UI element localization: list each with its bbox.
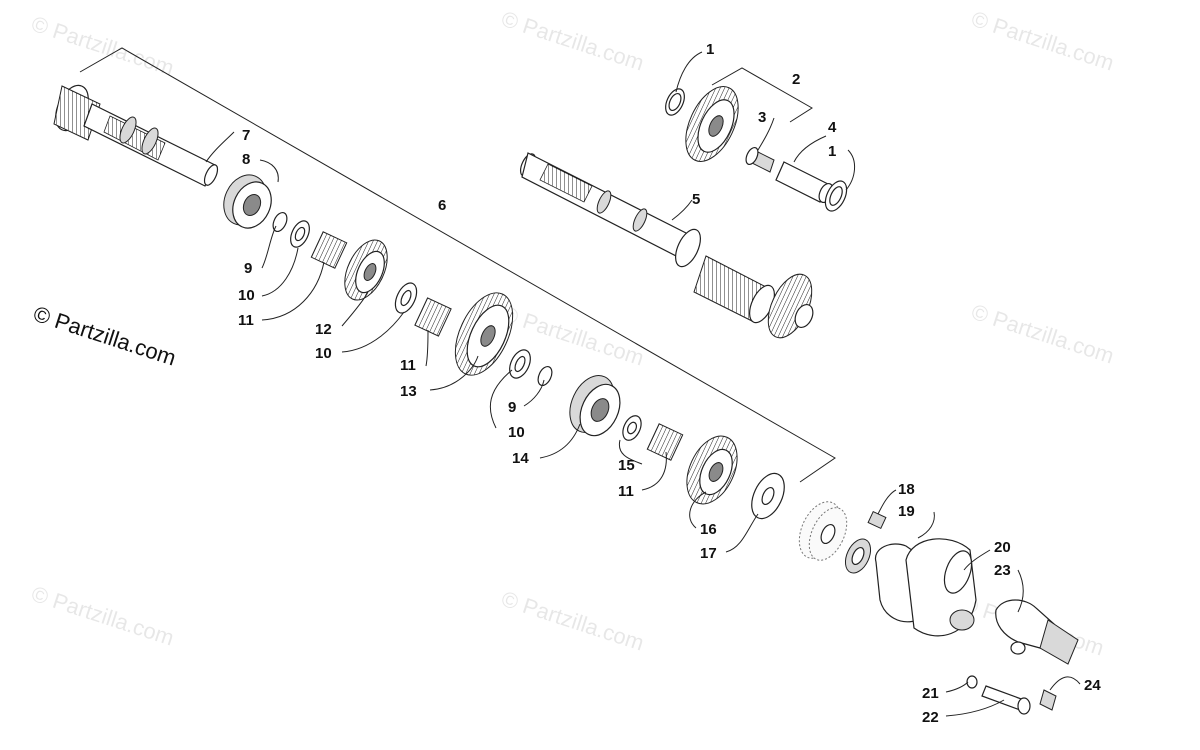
snap-ring-9 [272, 211, 288, 233]
shift-hub-8 [223, 174, 272, 229]
leader-lines [205, 51, 1081, 717]
callout-18: 18 [898, 481, 915, 498]
assembly-bracket-6 [79, 47, 836, 483]
callout-6: 6 [438, 197, 446, 214]
callout-7: 7 [242, 127, 250, 144]
bearing-ghost [798, 501, 848, 561]
washer-10c [509, 349, 531, 379]
watermark-text: © Partzilla.com [498, 6, 647, 76]
callout-5: 5 [692, 191, 700, 208]
callout-9b: 9 [508, 399, 516, 416]
countershaft-5 [519, 152, 814, 339]
callout-8: 8 [242, 151, 250, 168]
callout-13: 13 [400, 383, 417, 400]
callout-11: 11 [238, 312, 254, 329]
callout-23: 23 [994, 562, 1011, 579]
callout-24: 24 [1084, 677, 1101, 694]
callout-22: 22 [922, 709, 939, 726]
callout-4: 4 [828, 119, 837, 136]
snap-ring-9b [537, 365, 553, 387]
callout-16: 16 [700, 521, 717, 538]
washer-15 [622, 415, 642, 441]
watermark-text: © Partzilla.com [968, 6, 1117, 76]
screw-24 [1039, 689, 1057, 711]
callout-11b: 11 [400, 357, 416, 374]
watermark-text: © Partzilla.com [28, 581, 177, 651]
callouts: 1 2 3 4 1 5 6 7 8 9 10 11 12 10 11 13 9 … [238, 41, 1101, 726]
assembly-bracket-2 [711, 67, 813, 123]
callout-19: 19 [898, 503, 915, 520]
callout-17: 17 [700, 545, 717, 562]
callout-14: 14 [512, 450, 529, 467]
bushing-3 [745, 146, 775, 173]
washer-10b [394, 282, 418, 314]
cover-housing-20 [905, 538, 977, 637]
gear-16 [686, 435, 738, 505]
callout-3: 3 [758, 109, 766, 126]
callout-10c: 10 [508, 424, 525, 441]
needle-bearing-11b [414, 297, 452, 337]
needle-bearing-11 [310, 231, 348, 269]
callout-10b: 10 [315, 345, 332, 362]
callout-11c: 11 [618, 483, 634, 500]
gear-2 [685, 86, 739, 162]
washer-1a [665, 88, 685, 116]
callout-15: 15 [618, 457, 635, 474]
callout-2: 2 [792, 71, 800, 88]
watermark-text: © Partzilla.com [498, 586, 647, 656]
callout-1: 1 [706, 41, 714, 58]
washer-10 [290, 220, 310, 248]
oil-seal [844, 538, 872, 574]
gear-12 [344, 239, 388, 301]
callout-10: 10 [238, 287, 255, 304]
callout-1b: 1 [828, 143, 836, 160]
callout-9: 9 [244, 260, 252, 277]
dowel-pin-18 [867, 510, 887, 530]
thrust-washer-17 [751, 472, 785, 520]
partzilla-credit: © Partzilla.com [30, 301, 179, 371]
callout-21: 21 [922, 685, 939, 702]
watermark-text: © Partzilla.com [28, 11, 177, 81]
needle-bearing-11c [646, 423, 684, 461]
callout-20: 20 [994, 539, 1011, 556]
shift-hub-14 [569, 375, 621, 437]
watermark-text: © Partzilla.com [968, 299, 1117, 369]
callout-12: 12 [315, 321, 332, 338]
input-shaft [53, 84, 219, 187]
gear-13 [454, 292, 514, 376]
washer-1b [824, 180, 848, 212]
bolt-22 [966, 675, 1031, 715]
sensor-23 [995, 599, 1079, 665]
